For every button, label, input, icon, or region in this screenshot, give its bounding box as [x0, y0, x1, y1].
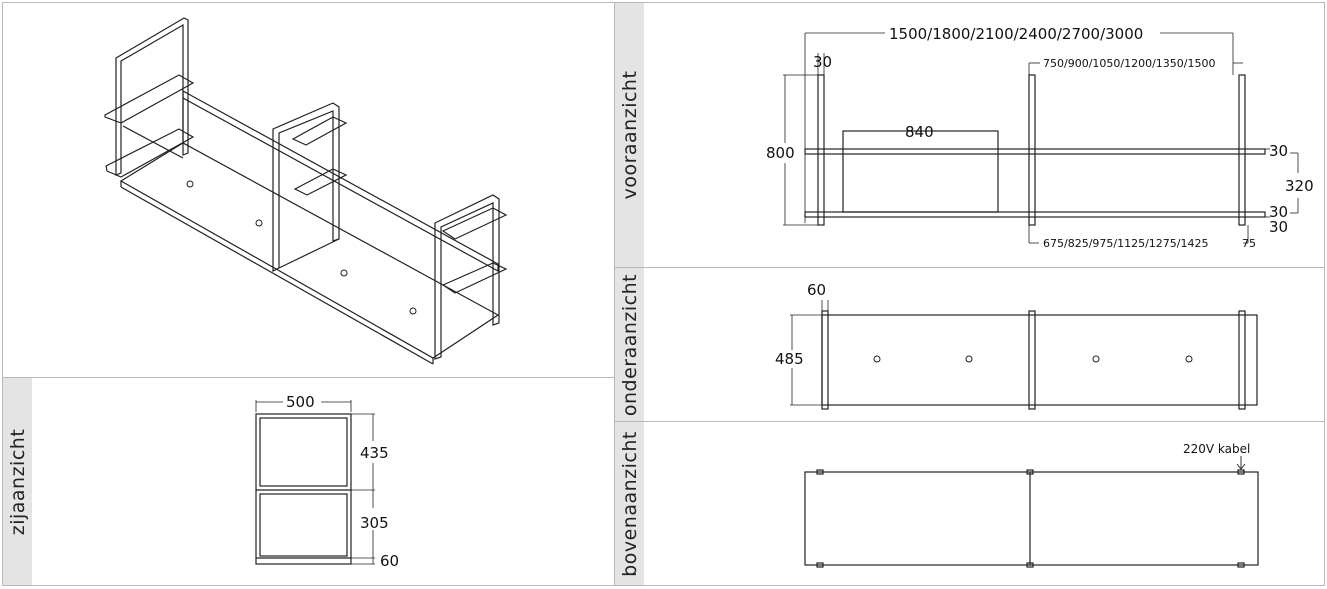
dim-side-upper: 435	[360, 444, 389, 462]
light-hole	[186, 180, 194, 188]
middle-frame	[272, 102, 340, 272]
front-view-label: vooraanzicht	[618, 70, 641, 200]
isometric-view-panel	[2, 2, 615, 378]
dim-edge: 60	[807, 281, 826, 299]
front-view-panel: vooraanzicht	[614, 2, 1325, 268]
light-hole	[1185, 355, 1193, 363]
dim-leg: 30	[813, 53, 832, 71]
right-upper-shelf	[441, 207, 508, 240]
side-view-label: zijaanzicht	[6, 428, 29, 535]
main-top-rail	[182, 89, 499, 273]
dim-right-top: 30	[1269, 142, 1288, 160]
dim-side-width: 500	[286, 393, 315, 411]
dim-mid-post: 750/900/1050/1200/1350/1500	[1043, 57, 1216, 70]
side-view-tab: zijaanzicht	[3, 378, 32, 585]
dim-lower-post: 675/825/975/1125/1275/1425	[1043, 237, 1209, 250]
front-view-drawing: 1500/1800/2100/2400/2700/3000 30 750/900…	[766, 25, 1314, 250]
dim-right-bottom: 30	[1269, 203, 1288, 221]
right-frame	[434, 194, 500, 360]
front-view-tab: vooraanzicht	[615, 3, 644, 267]
dim-gap: 320	[1285, 177, 1314, 195]
top-view-panel: bovenaanzicht 220V kabel	[614, 421, 1325, 586]
dim-side-base: 60	[380, 552, 399, 570]
light-hole	[409, 307, 417, 315]
dim-side-lower: 305	[360, 514, 389, 532]
light-hole	[1092, 355, 1100, 363]
middle-lower-shelf	[293, 168, 348, 196]
left-lower-shelf	[105, 128, 195, 178]
dim-height: 800	[766, 144, 795, 162]
dim-end-offset: 75	[1242, 237, 1256, 250]
top-view-drawing: 220V kabel	[804, 442, 1259, 568]
light-hole	[873, 355, 881, 363]
main-bottom-panel	[119, 142, 500, 359]
dim-depth: 485	[775, 350, 804, 368]
side-view-drawing: 500 435 305 60	[255, 393, 399, 570]
dim-total-length: 1500/1800/2100/2400/2700/3000	[889, 25, 1143, 43]
right-lower-shelf	[441, 262, 508, 294]
dim-shelf-width: 840	[905, 123, 934, 141]
bottom-view-panel: onderaanzicht 60 485	[614, 267, 1325, 422]
light-hole	[340, 269, 348, 277]
bottom-view-label: onderaanzicht	[618, 273, 641, 416]
light-hole	[255, 219, 263, 227]
top-view-tab: bovenaanzicht	[615, 422, 644, 585]
middle-upper-shelf	[291, 116, 348, 146]
left-upper-shelf	[104, 74, 195, 124]
light-hole	[965, 355, 973, 363]
bottom-view-tab: onderaanzicht	[615, 268, 644, 421]
bottom-view-drawing: 60 485	[775, 281, 1258, 410]
side-view-panel: zijaanzicht 500 435 305 60	[2, 377, 615, 586]
isometric-drawing	[104, 17, 508, 365]
dim-right-bottom-2: 30	[1269, 218, 1288, 236]
left-frame	[115, 17, 189, 176]
top-view-label: bovenaanzicht	[618, 430, 641, 577]
cable-label: 220V kabel	[1183, 442, 1250, 456]
